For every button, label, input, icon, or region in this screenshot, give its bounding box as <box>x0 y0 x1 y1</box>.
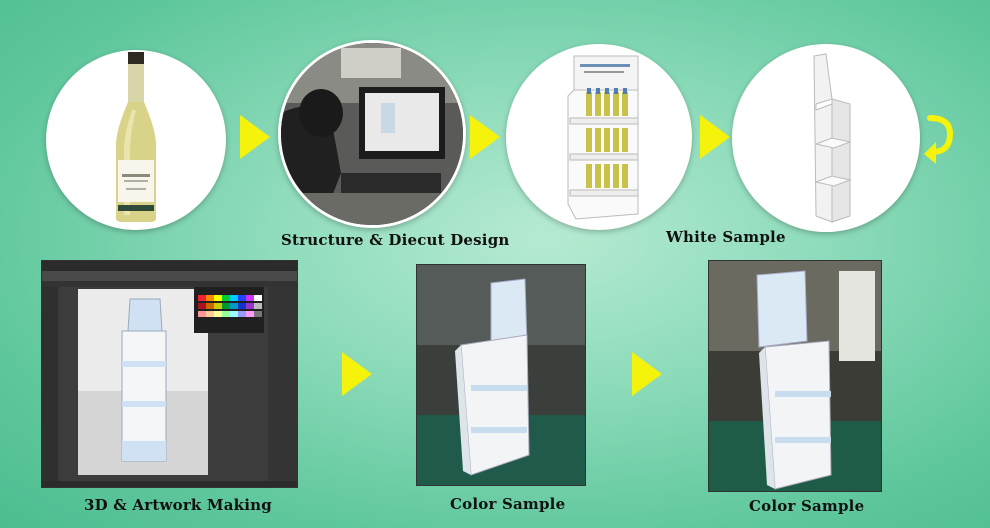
arrow-right-icon <box>632 352 662 396</box>
design-photo-circle <box>278 40 466 228</box>
wine-bottle-circle <box>46 50 226 230</box>
white-sample-label: White Sample <box>666 228 786 246</box>
color-sample-label-1: Color Sample <box>450 495 566 513</box>
color-sample-label-2: Color Sample <box>749 497 865 515</box>
photoshop-window <box>42 261 297 487</box>
white-sample-render <box>813 53 852 223</box>
wine-bottle-image <box>116 52 156 222</box>
arrow-right-icon <box>700 115 730 159</box>
white-display-with-bottles-circle <box>506 44 692 230</box>
color-sample-photo-1 <box>416 264 586 486</box>
white-sample-circle <box>732 44 920 232</box>
factory-photo-2 <box>709 261 881 491</box>
structure-diecut-label: Structure & Diecut Design <box>281 231 510 249</box>
arrow-right-icon <box>470 115 500 159</box>
arrow-right-icon <box>240 115 270 159</box>
display-stand-render <box>567 55 639 220</box>
arrow-right-icon <box>342 352 372 396</box>
artwork-making-label: 3D & Artwork Making <box>84 496 272 514</box>
photoshop-artwork-screenshot <box>41 260 298 488</box>
factory-photo-1 <box>417 265 585 485</box>
color-sample-photo-2 <box>708 260 882 492</box>
loop-back-icon <box>924 115 954 164</box>
designer-photo <box>281 43 463 225</box>
